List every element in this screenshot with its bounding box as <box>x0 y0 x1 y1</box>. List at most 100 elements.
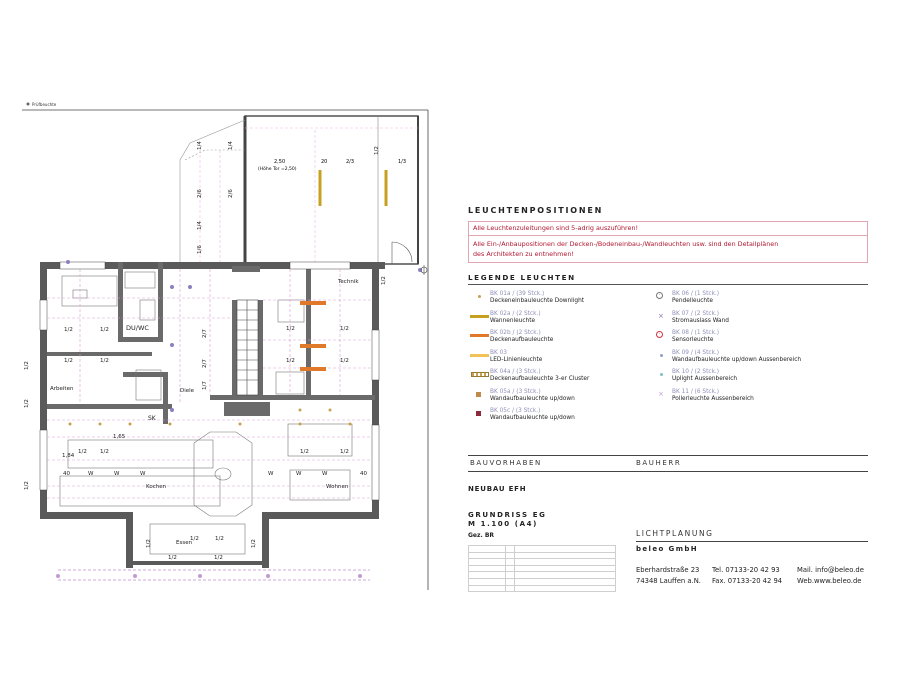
legend-divider <box>468 284 868 285</box>
room-sk: SK <box>148 415 157 422</box>
dim-label: 1/2 <box>100 358 109 364</box>
legend-panel-title: LEUCHTENPOSITIONEN <box>468 206 604 215</box>
room-diele: Diele <box>180 388 195 394</box>
dim-label: 40 <box>360 471 367 477</box>
legend-item: BK 02a / (2 Stck.)Wannenleuchte <box>468 311 650 331</box>
furniture <box>59 271 353 555</box>
legend-text: BK 02a / (2 Stck.)Wannenleuchte <box>490 311 541 326</box>
room-du-wc: DU/WC <box>126 324 149 332</box>
legend-text: BK 11 / (6 Stck.)Pollerleuchte Aussenber… <box>672 389 754 404</box>
room-wohnen: Wohnen <box>326 484 349 490</box>
luminaire-symbol-icon <box>468 408 490 420</box>
note-positions-line1: Alle Ein-/Anbaupositionen der Decken-/Bo… <box>473 240 779 248</box>
dim-label: 1/2 <box>286 326 295 332</box>
luminaire-description: Deckeneinbauleuchte Downlight <box>490 298 585 305</box>
revision-table <box>468 545 616 593</box>
dim-label: 1/2 <box>300 449 309 455</box>
bauherr-label: BAUHERR <box>636 459 682 467</box>
legend-text: BK 04a / (3 Stck.)Deckenaufbauleuchte 3-… <box>490 369 589 384</box>
luminaire-code: BK 10 / (2 Stck.) <box>672 369 720 375</box>
legend-text: BK 10 / (2 Stck.)Uplight Aussenbereich <box>672 369 737 384</box>
dim-label: 1/2 <box>340 326 349 332</box>
luminaire-symbol-icon: × <box>658 389 664 398</box>
company-name: beleo GmbH <box>636 545 699 553</box>
dim-label: 1,84 <box>62 453 75 459</box>
luminaire-symbol-icon <box>468 350 490 362</box>
note-wiring: Alle Leuchtenzuleitungen sind 5-adrig au… <box>473 224 639 232</box>
luminaire-code: BK 08 / (1 Stck.) <box>672 330 720 336</box>
note-positions: Alle Ein-/Anbaupositionen der Decken-/Bo… <box>469 235 867 260</box>
luminaire-code: BK 03 <box>490 349 507 356</box>
luminaire-symbol-icon: · <box>650 330 672 342</box>
luminaire-symbol-icon: × <box>658 311 664 320</box>
legend-item: BK 02b / (2 Stck.)Deckenaufbauleuchte <box>468 330 650 350</box>
room-arbeiten: Arbeiten <box>50 386 74 392</box>
plan-luminaires <box>56 260 422 578</box>
project-name: NEUBAU EFH <box>468 485 527 493</box>
dim-vertical: 1/2 <box>146 539 152 548</box>
dim-vertical: 2/7 <box>202 359 208 368</box>
plan-title-line1: GRUNDRISS EG <box>468 511 547 519</box>
legend-text: BK 08 / (1 Stck.)Sensorleuchte <box>672 330 719 345</box>
dim-vertical: 2/6 <box>197 189 203 198</box>
luminaire-code: BK 11 / (6 Stck.) <box>672 388 720 395</box>
legend-panel: LEUCHTENPOSITIONEN Alle Leuchtenzuleitun… <box>468 206 868 428</box>
legend-text: BK 05c / (3 Stck.)Wandaufbauleuchte up/d… <box>490 408 575 423</box>
legend-text: BK 02b / (2 Stck.)Deckenaufbauleuchte <box>490 330 553 345</box>
luminaire-symbol-icon <box>468 369 490 381</box>
dim-label: 1/2 <box>100 327 109 333</box>
luminaire-code: BK 06 / (1 Stck.) <box>672 291 720 297</box>
legend-item: BK 10 / (2 Stck.)Uplight Aussenbereich <box>650 369 850 389</box>
legend-item: BK 05c / (3 Stck.)Wandaufbauleuchte up/d… <box>468 408 650 428</box>
legend-text: BK 09 / (4 Stck.)Wandaufbauleuchte up/do… <box>672 350 801 365</box>
luminaire-code: BK 05a / (3 Stck.) <box>490 388 541 395</box>
house-walls <box>40 262 385 568</box>
dim-label: 1/2 <box>64 358 73 364</box>
dim-vertical: 1/4 <box>228 141 234 150</box>
legend-item: BK 05a / (3 Stck.)Wandaufbauleuchte up/d… <box>468 389 650 409</box>
dim-vertical: 1/4 <box>197 221 203 230</box>
luminaire-description: LED-Linienleuchte <box>490 356 543 363</box>
luminaire-description: Wannenleuchte <box>490 317 536 324</box>
dim-label: 1/2 <box>214 555 223 561</box>
dim-label: W <box>322 471 328 477</box>
garage-dim: 2,50 <box>274 159 285 165</box>
dim-vertical: 1/7 <box>202 381 208 390</box>
legend-text: BK 06 / (1 Stck.)Pendelleuchte <box>672 291 719 306</box>
legend-item: BK 04a / (3 Stck.)Deckenaufbauleuchte 3-… <box>468 369 650 389</box>
dim-label: 1/2 <box>100 449 109 455</box>
plan-title: GRUNDRISS EG M 1.100 (A4) <box>468 511 546 529</box>
dim-label: W <box>114 471 120 477</box>
dim-label: 1,65 <box>113 434 126 440</box>
garage-door-label: (Höhe Tor =2,50) <box>258 166 297 172</box>
legend-list: BK 01a / (39 Stck.)Deckeneinbauleuchte D… <box>468 291 868 428</box>
legend-text: BK 07 / (2 Stck.)Stromauslass Wand <box>672 311 729 326</box>
website-link[interactable]: Web.www.beleo.de <box>797 577 862 585</box>
dim-vertical: 1/4 <box>197 141 203 150</box>
windows <box>39 261 380 501</box>
luminaire-code: BK 02b / (2 Stck.) <box>490 330 541 336</box>
luminaire-code: BK 04a / (3 Stck.) <box>490 369 541 375</box>
luminaire-code: BK 01a / (39 Stck.) <box>490 291 545 297</box>
dim-label: 1/2 <box>286 358 295 364</box>
room-technik: Technik <box>337 279 359 285</box>
dim-1-3: 1/3 <box>398 159 406 165</box>
email-link[interactable]: Mail. info@beleo.de <box>797 566 864 574</box>
north-arrow <box>420 265 428 275</box>
luminaire-code: BK 02a / (2 Stck.) <box>490 310 541 317</box>
luminaire-symbol-icon <box>468 311 490 323</box>
luminaire-description: Stromauslass Wand <box>672 317 729 324</box>
dim-20: 20 <box>321 159 327 165</box>
room-kochen: Kochen <box>146 484 167 490</box>
luminaire-symbol-icon <box>468 330 490 342</box>
dim-vertical: 1/6 <box>197 245 203 254</box>
luminaire-symbol-icon <box>468 389 490 401</box>
legend-text: BK 05a / (3 Stck.)Wandaufbauleuchte up/d… <box>490 389 575 404</box>
luminaire-description: Pollerleuchte Aussenbereich <box>672 395 754 402</box>
luminaire-code: BK 05c / (3 Stck.) <box>490 408 541 414</box>
dim-label: 1/2 <box>168 555 177 561</box>
dim-label: 1/2 <box>64 327 73 333</box>
